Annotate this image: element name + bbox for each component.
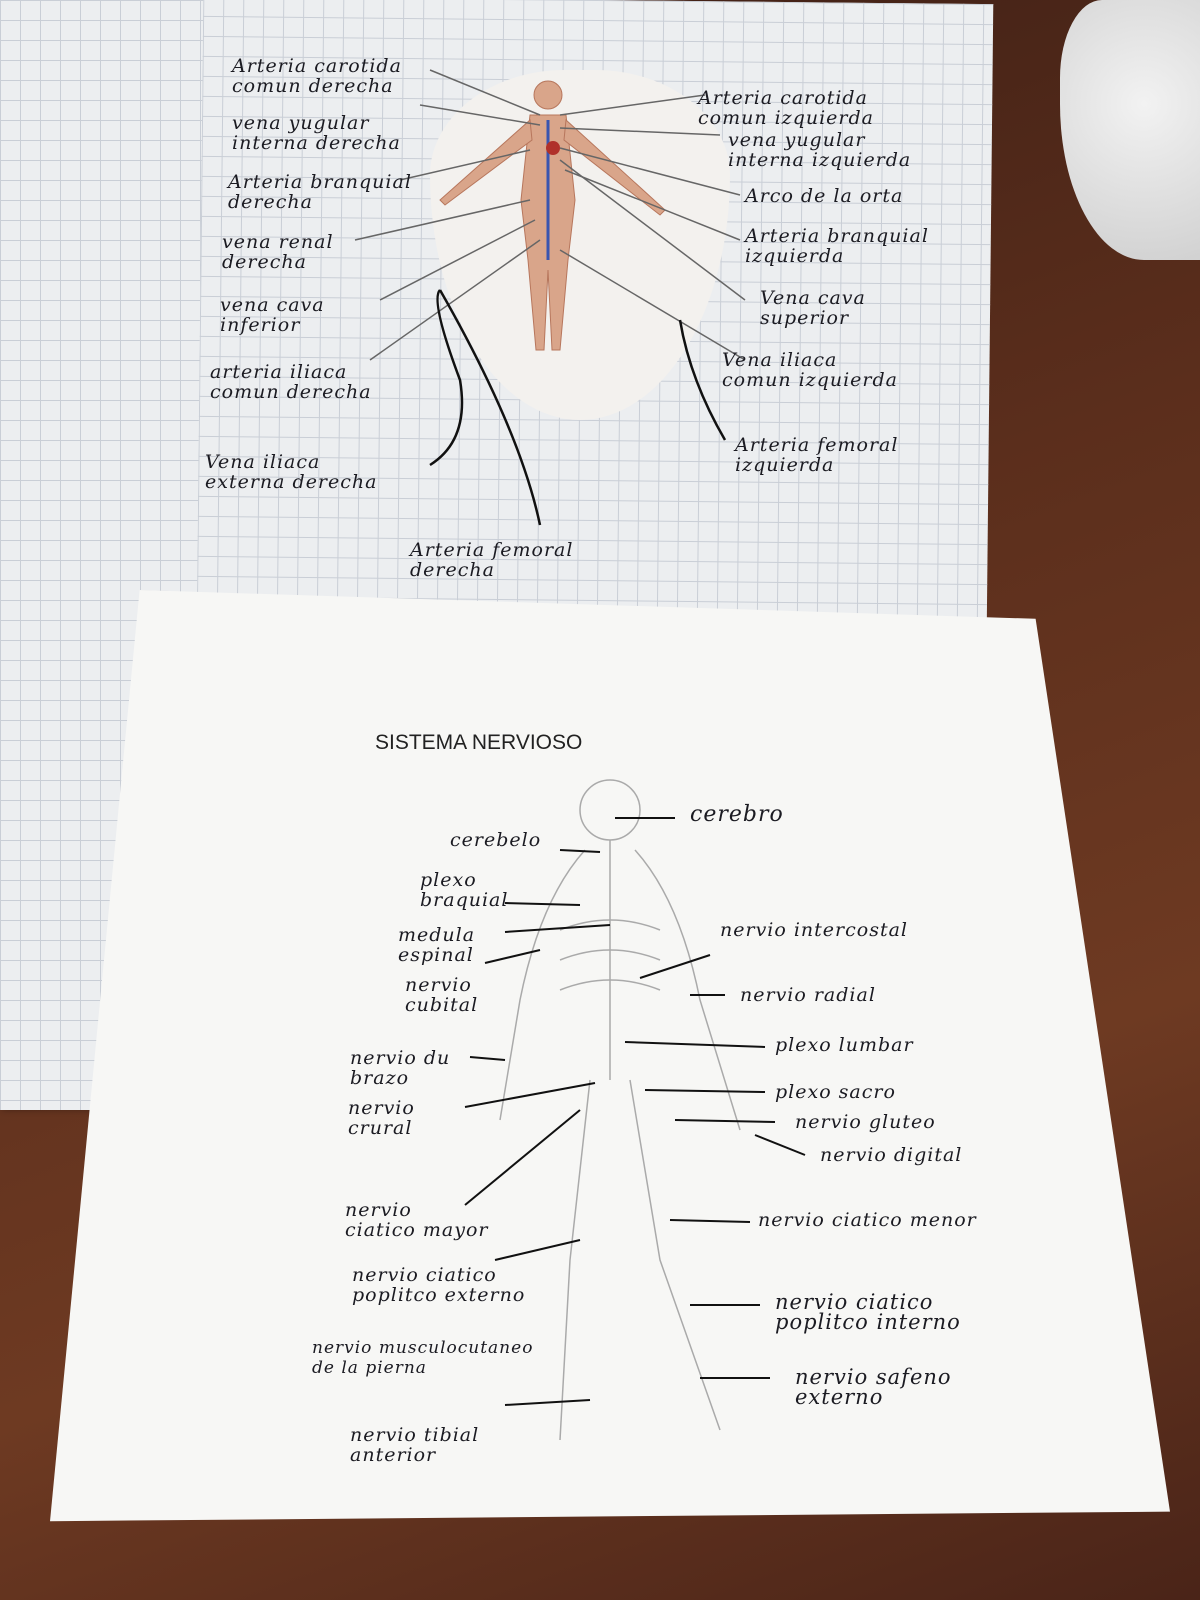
label-nervio-ciatico-menor: nervio ciatico menor xyxy=(758,1209,977,1231)
label-arteria-carotida-izquierda: Arteria carotida comun izquierda xyxy=(698,87,874,129)
label-arteria-femoral-izquierda: Arteria femoral izquierda xyxy=(735,434,899,476)
label-nervio-safeno-externo: nervio safeno externo xyxy=(795,1365,952,1409)
label-nervio-tibial-anterior: nervio tibial anterior xyxy=(350,1424,480,1466)
label-vena-cava-inferior: vena cava inferior xyxy=(220,294,325,336)
label-plexo-sacro: plexo sacro xyxy=(775,1081,896,1103)
label-nervio-digital: nervio digital xyxy=(820,1144,963,1166)
label-nervio-cubital: nervio cubital xyxy=(405,974,479,1016)
label-plexo-braquial: plexo braquial xyxy=(420,869,509,911)
label-vena-yugular-derecha: vena yugular interna derecha xyxy=(232,112,401,154)
label-arteria-branquial-izquierda: Arteria branquial izquierda xyxy=(745,225,929,267)
label-vena-iliaca-externa-derecha: Vena iliaca externa derecha xyxy=(205,451,378,493)
notebook-left-page xyxy=(0,0,217,1110)
label-nervio-ciatico-popliteo-interno: nervio ciatico poplitco interno xyxy=(775,1290,961,1334)
label-vena-renal-derecha: vena renal derecha xyxy=(222,231,334,273)
label-cerebro: cerebro xyxy=(690,802,784,827)
label-leader-lines xyxy=(354,69,746,361)
label-arteria-branquial-derecha: Arteria branquial derecha xyxy=(228,171,412,213)
label-vena-cava-superior: Vena cava superior xyxy=(760,287,866,329)
label-nervio-musculocutaneo: nervio musculocutaneo de la pierna xyxy=(312,1338,534,1378)
label-arco-aorta: Arco de la orta xyxy=(745,185,904,207)
label-plexo-lumbar: plexo lumbar xyxy=(775,1034,914,1056)
label-nervio-radial: nervio radial xyxy=(740,984,876,1006)
label-arteria-femoral-derecha: Arteria femoral derecha xyxy=(410,539,574,581)
nervous-leader-lines xyxy=(464,817,806,1406)
label-nervio-brazo: nervio du brazo xyxy=(350,1047,451,1089)
nervous-body-outline-icon xyxy=(499,779,741,1441)
label-vena-iliaca-izquierda: Vena iliaca comun izquierda xyxy=(722,349,898,391)
label-arteria-carotida-derecha: Arteria carotida comun derecha xyxy=(232,55,402,97)
label-medula-espinal: medula espinal xyxy=(398,924,476,966)
worksheet-title: SISTEMA NERVIOSO xyxy=(375,731,583,754)
label-nervio-intercostal: nervio intercostal xyxy=(720,919,908,941)
label-nervio-ciatico-mayor: nervio ciatico mayor xyxy=(345,1199,489,1241)
label-nervio-ciatico-popliteo-externo: nervio ciatico poplitco externo xyxy=(352,1264,526,1306)
label-vena-yugular-izquierda: vena yugular interna izquierda xyxy=(728,129,912,171)
label-nervio-crural: nervio crural xyxy=(348,1097,415,1139)
label-arteria-iliaca-derecha: arteria iliaca comun derecha xyxy=(210,361,372,403)
label-cerebelo: cerebelo xyxy=(450,829,542,851)
label-nervio-gluteo: nervio gluteo xyxy=(795,1111,936,1133)
